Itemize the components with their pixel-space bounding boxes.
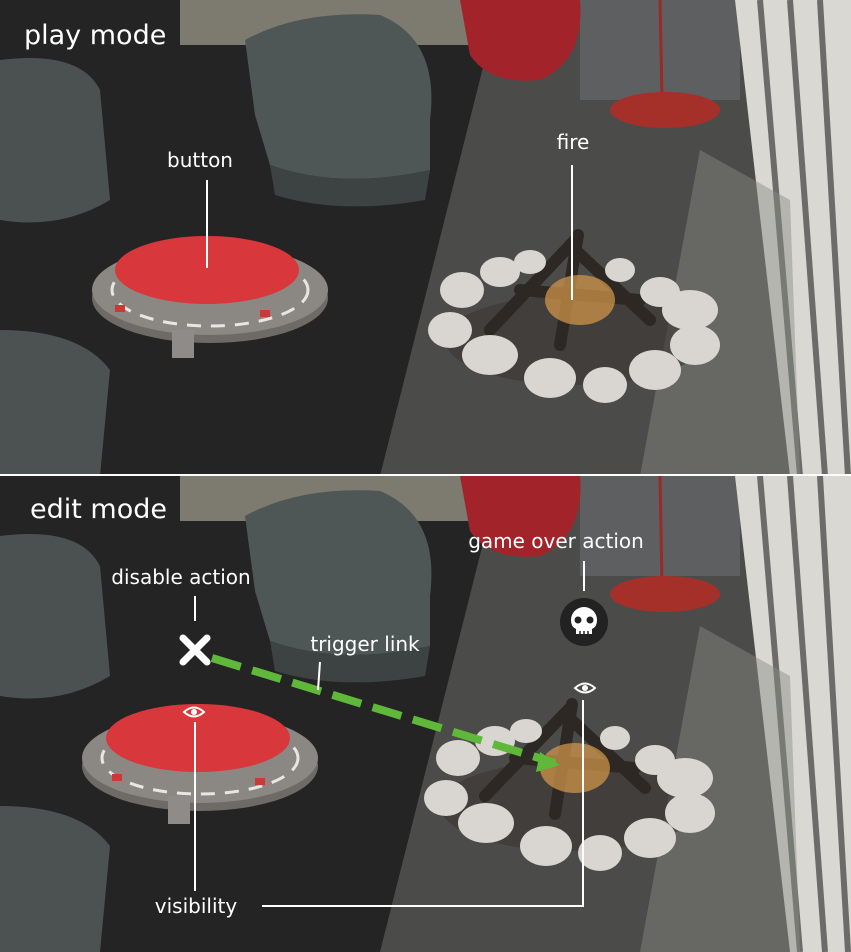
- game-over-action-label: game over action: [468, 529, 644, 553]
- chair-left-bottom: [0, 806, 110, 952]
- trigger-link-callout-line: [317, 661, 321, 691]
- floor-lamp-base: [610, 576, 720, 612]
- chair-left-top: [0, 58, 110, 223]
- fire-label: fire: [557, 130, 590, 154]
- window-wall: [735, 0, 851, 476]
- eye-icon[interactable]: [573, 682, 597, 694]
- mode-title: play mode: [24, 20, 166, 51]
- button-object: [92, 236, 328, 358]
- button-object[interactable]: [82, 704, 318, 824]
- light-reflection: [640, 626, 800, 952]
- mode-title: edit mode: [30, 494, 167, 525]
- window-frames: [757, 476, 851, 952]
- edit-mode-panel: edit mode disable action trigger link ga…: [0, 476, 851, 952]
- window-frames: [757, 0, 851, 476]
- disable-action-label: disable action: [111, 565, 250, 589]
- trigger-link-label: trigger link: [310, 632, 420, 656]
- chair-center: [245, 14, 432, 179]
- chair-left-top: [0, 534, 110, 699]
- button-label: button: [167, 148, 233, 172]
- visibility-callout-lines: [194, 700, 584, 907]
- red-chair: [460, 0, 581, 81]
- fire-object: [428, 229, 720, 403]
- eye-icon[interactable]: [182, 706, 206, 718]
- light-reflection: [640, 150, 800, 476]
- window-wall: [735, 476, 851, 952]
- red-chair: [460, 476, 581, 557]
- chair-center: [245, 490, 432, 655]
- skull-icon[interactable]: [560, 598, 608, 646]
- visibility-label: visibility: [155, 894, 238, 918]
- floor-lamp-base: [610, 92, 720, 128]
- trigger-link-arrow[interactable]: [210, 654, 560, 772]
- chair-left-bottom: [0, 330, 110, 476]
- close-icon[interactable]: [179, 634, 211, 666]
- fire-object[interactable]: [424, 698, 715, 871]
- play-mode-panel: play mode button fire: [0, 0, 851, 476]
